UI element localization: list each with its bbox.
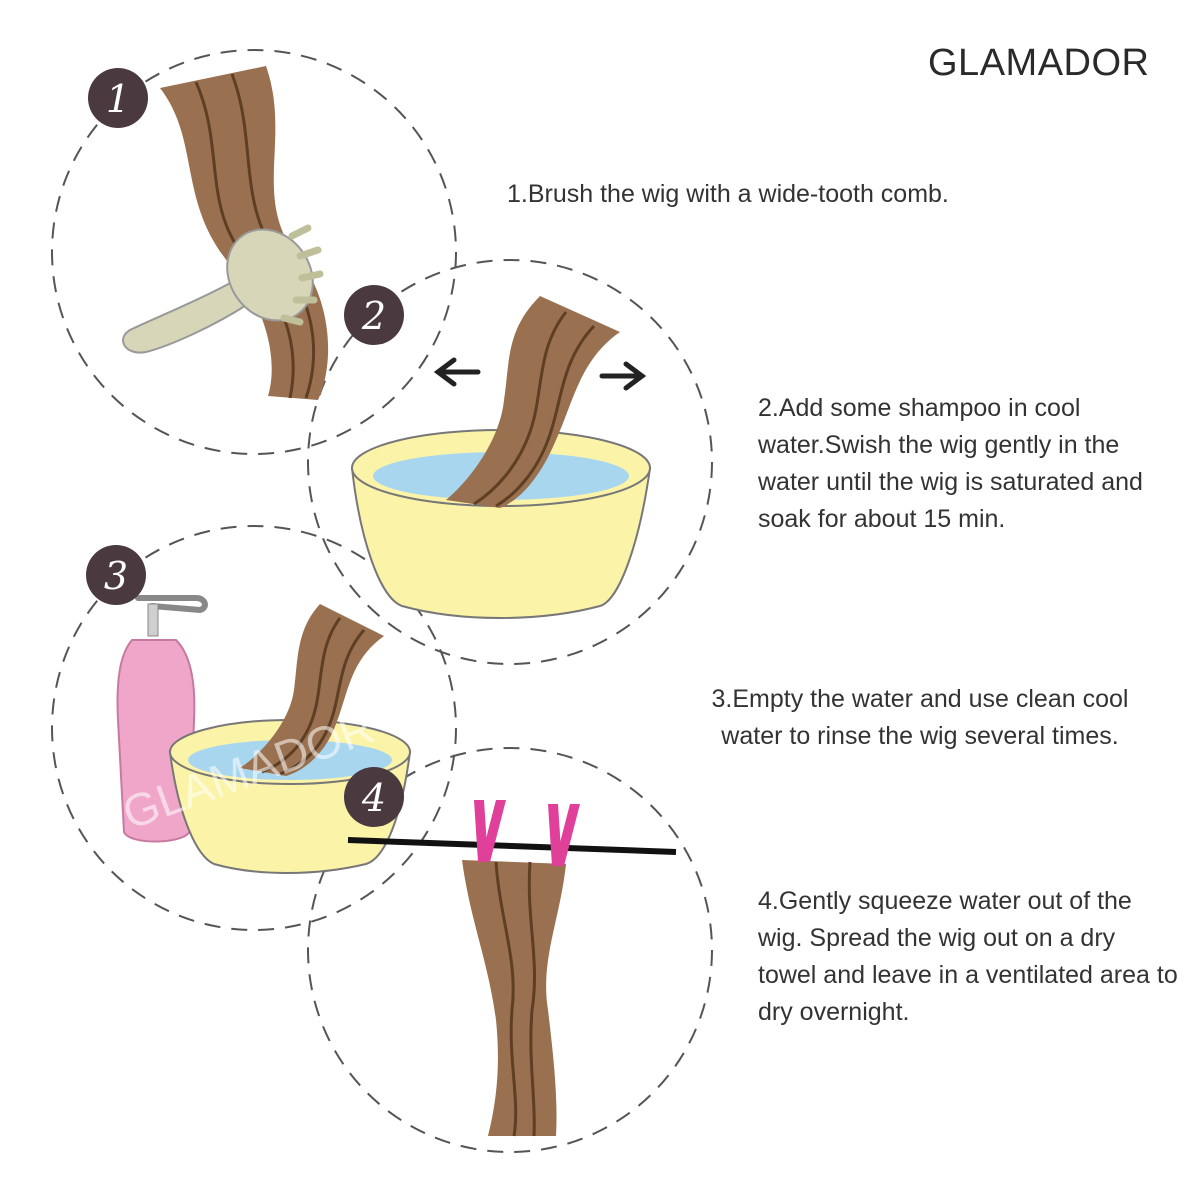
shampoo-bottle-icon (116, 595, 208, 843)
clothespin-icon (474, 800, 506, 862)
step-1-circle (51, 49, 457, 455)
step-4-number: 4 (361, 776, 386, 820)
step-4-circle (307, 747, 713, 1153)
step-2-circle (307, 259, 713, 665)
step-3-badge: 3 (86, 545, 146, 605)
clothesline-icon (347, 837, 677, 855)
step-3-number: 3 (104, 554, 128, 598)
step-4-badge: 4 (344, 767, 404, 827)
hair-strand-icon (240, 604, 384, 776)
step-1-badge: 1 (88, 68, 148, 128)
step-4-text: 4.Gently squeeze water out of the wig. S… (758, 887, 1178, 1026)
step-3-illustration: GLAMADOR (116, 595, 412, 874)
step-2-text: 2.Add some shampoo in cool water.Swish t… (758, 394, 1143, 533)
arrow-left-icon (433, 357, 481, 387)
step-3-text: 3.Empty the water and use clean cool wat… (711, 685, 1129, 750)
step-4-illustration (347, 800, 677, 1137)
step-2-badge: 2 (344, 285, 404, 345)
step-1-text: 1.Brush the wig with a wide-tooth comb. (507, 180, 949, 208)
step-1-number: 1 (106, 77, 130, 121)
brush-icon (122, 224, 324, 354)
arrow-right-icon (599, 361, 647, 391)
brand-logo: GLAMADOR (928, 42, 1150, 84)
step-2-number: 2 (361, 294, 386, 338)
step-3-circle (51, 525, 457, 931)
step-1-illustration (122, 66, 329, 400)
clothespin-icon (548, 804, 580, 866)
step-2-illustration (350, 296, 652, 619)
